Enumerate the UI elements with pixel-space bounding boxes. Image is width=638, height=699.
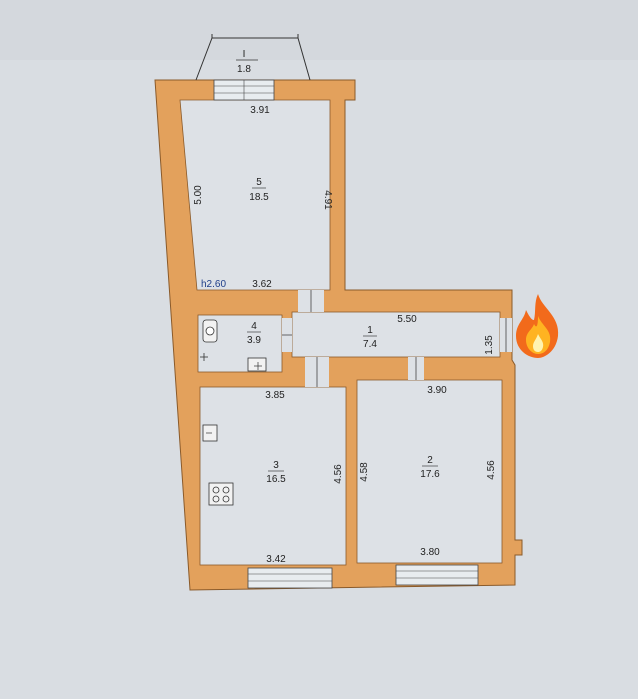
room2-area: 17.6 bbox=[420, 469, 440, 480]
room2-dim-right: 4.56 bbox=[486, 460, 497, 480]
room5-dim-top: 3.91 bbox=[250, 105, 270, 116]
toilet-icon bbox=[202, 319, 218, 343]
room4-number: 4 bbox=[251, 321, 257, 332]
room-2-floor bbox=[356, 379, 503, 564]
stove-icon bbox=[208, 482, 234, 506]
room1-dim-top: 5.50 bbox=[397, 314, 417, 325]
room5-number: 5 bbox=[256, 177, 262, 188]
kitchen-sink-icon bbox=[202, 424, 218, 442]
paper-top-band bbox=[0, 0, 638, 60]
ceiling-height: h2.60 bbox=[201, 279, 226, 290]
room3-dim-right: 4.56 bbox=[333, 464, 344, 484]
balcony-number: I bbox=[243, 49, 246, 60]
fire-emoji-icon bbox=[516, 294, 559, 358]
window-room5 bbox=[213, 79, 275, 101]
room5-dim-left: 5.00 bbox=[193, 185, 204, 205]
room2-number: 2 bbox=[427, 455, 433, 466]
room4-area: 3.9 bbox=[247, 335, 261, 346]
window-room2 bbox=[395, 564, 479, 586]
room5-dim-bottom: 3.62 bbox=[252, 279, 272, 290]
balcony-area: 1.8 bbox=[237, 64, 251, 75]
room1-number: 1 bbox=[367, 325, 373, 336]
room-3-floor bbox=[199, 386, 347, 566]
room1-dim-right: 1.35 bbox=[484, 335, 495, 355]
room5-area: 18.5 bbox=[249, 192, 269, 203]
room2-dim-bottom: 3.80 bbox=[420, 547, 440, 558]
room3-dim-bottom: 3.42 bbox=[266, 554, 286, 565]
room3-dim-top: 3.85 bbox=[265, 390, 285, 401]
room-5-floor bbox=[179, 99, 331, 291]
room1-area: 7.4 bbox=[363, 339, 377, 350]
room2-dim-top: 3.90 bbox=[427, 385, 447, 396]
room5-dim-right: 4.91 bbox=[322, 190, 333, 210]
room3-area: 16.5 bbox=[266, 474, 286, 485]
balcony-outline bbox=[195, 34, 311, 81]
room2-dim-left: 4.58 bbox=[359, 462, 370, 482]
room3-number: 3 bbox=[273, 460, 279, 471]
room-1-floor bbox=[291, 311, 501, 358]
window-room3 bbox=[247, 567, 333, 589]
sink-icon bbox=[247, 357, 267, 372]
valve-icon bbox=[200, 353, 208, 361]
